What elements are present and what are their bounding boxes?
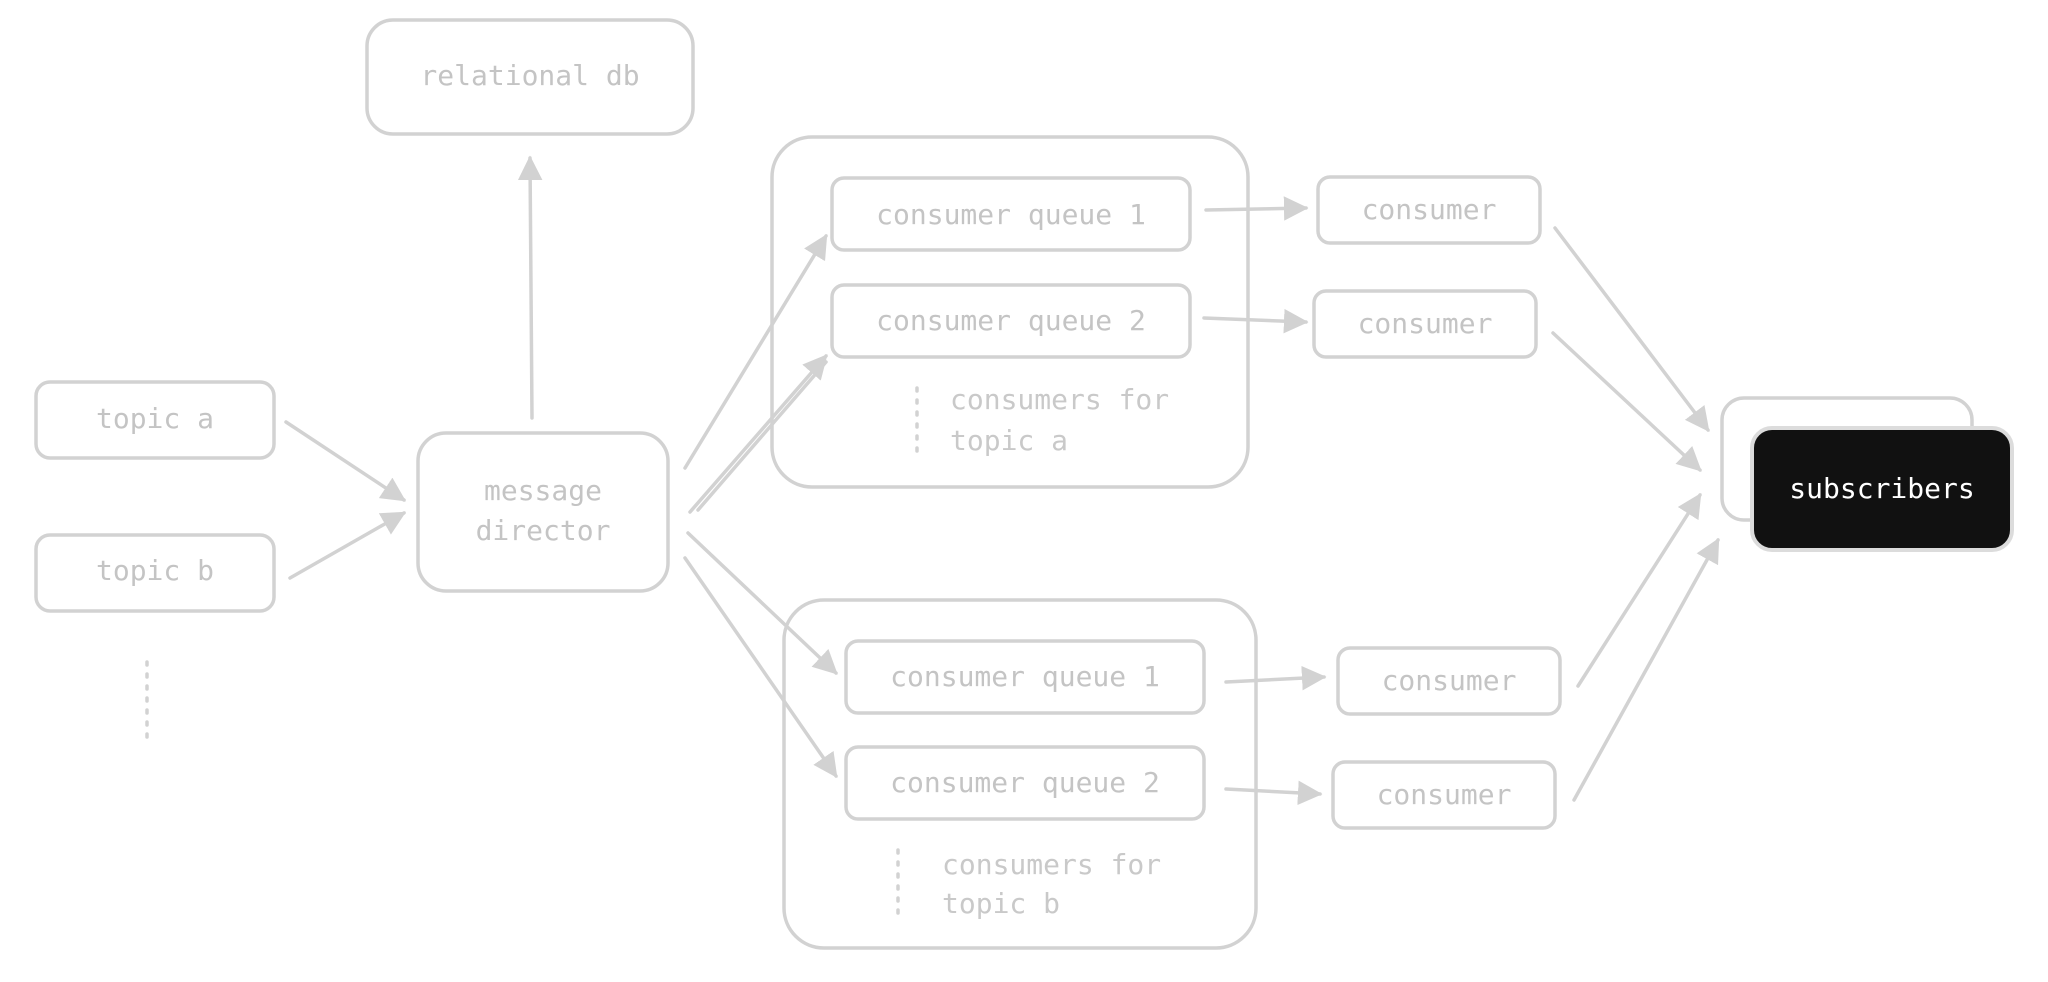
queue-b2-box [844, 745, 1206, 821]
consumer-4-label: consumer [1377, 778, 1512, 811]
arrow-director-to-queue-a2-double [696, 360, 828, 512]
arrow-director-to-db [517, 155, 543, 420]
message-director-label-line1: message [484, 474, 602, 507]
message-director-label-line2: director [476, 514, 611, 547]
consumer-2-box [1312, 289, 1538, 359]
arrow-queue-b2-to-consumer [1224, 780, 1323, 806]
consumer-node-2[interactable]: consumer [1312, 289, 1538, 359]
group-b-note-line2: topic b [942, 887, 1060, 920]
arrow-queue-a2-to-consumer [1202, 308, 1309, 334]
arrow-queue-b1-to-consumer [1224, 665, 1327, 691]
consumer-1-label: consumer [1362, 193, 1497, 226]
topic-b-node[interactable]: topic b [34, 533, 276, 613]
group-b-note-line1: consumers for [942, 848, 1161, 881]
group-a-note-line2: topic a [950, 424, 1068, 457]
group-b-container [782, 598, 1258, 950]
subscribers-box [1750, 426, 2014, 552]
arrow-consumer-2-to-subscribers [1551, 331, 1702, 472]
arrow-queue-a1-to-consumer [1204, 196, 1309, 221]
consumer-node-3[interactable]: consumer [1336, 646, 1562, 716]
arrow-consumer-1-to-subscribers [1553, 226, 1710, 432]
topic-b-box [34, 533, 276, 613]
relational-db-node[interactable]: relational db [365, 18, 695, 136]
queue-a1-box [830, 176, 1192, 252]
topic-a-node[interactable]: topic a [34, 380, 276, 460]
arrow-consumer-3-to-subscribers [1576, 492, 1702, 688]
queue-b1-label: consumer queue 1 [890, 660, 1160, 693]
arrow-director-to-queue-b1 [686, 531, 838, 675]
consumer-4-box [1331, 760, 1557, 830]
queue-a1-label: consumer queue 1 [876, 198, 1146, 231]
consumer-group-topic-a: consumer queue 1 consumer queue 2 consum… [770, 135, 1250, 489]
topic-b-label: topic b [96, 554, 214, 587]
queue-b2-node[interactable]: consumer queue 2 [844, 745, 1206, 821]
topic-a-label: topic a [96, 402, 214, 435]
relational-db-label: relational db [420, 59, 639, 92]
arrow-topic-a-to-director [284, 420, 407, 502]
queue-a2-label: consumer queue 2 [876, 304, 1146, 337]
arrow-director-to-queue-a1 [683, 233, 828, 470]
queue-a2-box [830, 283, 1192, 359]
queue-b1-node[interactable]: consumer queue 1 [844, 639, 1206, 715]
topic-a-box [34, 380, 276, 460]
consumer-node-4[interactable]: consumer [1331, 760, 1557, 830]
group-a-note-line1: consumers for [950, 383, 1169, 416]
arrow-topic-b-to-director [288, 511, 407, 580]
arrow-director-to-queue-b2 [683, 556, 838, 779]
consumer-node-1[interactable]: consumer [1316, 175, 1542, 245]
consumer-3-box [1336, 646, 1562, 716]
consumer-2-label: consumer [1358, 307, 1493, 340]
queue-a2-node[interactable]: consumer queue 2 [830, 283, 1192, 359]
subscribers-label: subscribers [1789, 472, 1974, 505]
arrow-director-to-queue-a2 [688, 354, 828, 514]
connectors [284, 155, 1720, 806]
message-director-node[interactable]: message director [416, 431, 670, 593]
group-a-container [770, 135, 1250, 489]
queue-a1-node[interactable]: consumer queue 1 [830, 176, 1192, 252]
arrow-consumer-4-to-subscribers [1572, 537, 1720, 802]
relational-db-box [365, 18, 695, 136]
consumer-group-topic-b: consumer queue 1 consumer queue 2 consum… [782, 598, 1258, 950]
queue-b1-box [844, 639, 1206, 715]
subscribers-node[interactable]: subscribers [1720, 396, 2014, 552]
queue-b2-label: consumer queue 2 [890, 766, 1160, 799]
message-director-box [416, 431, 670, 593]
consumer-3-label: consumer [1382, 664, 1517, 697]
consumer-1-box [1316, 175, 1542, 245]
